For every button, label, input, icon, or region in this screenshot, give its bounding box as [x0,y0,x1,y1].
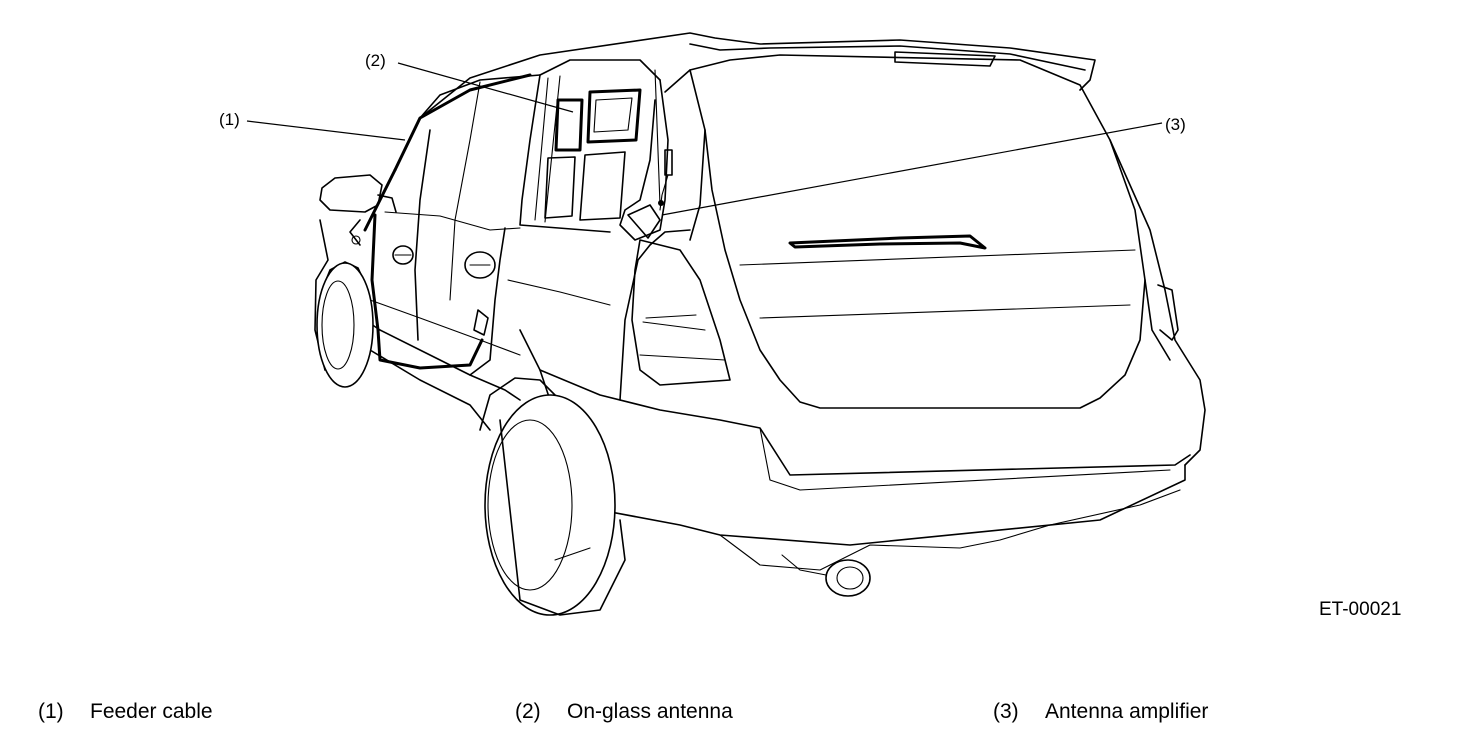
legend-number: (2) [515,700,541,723]
legend-number: (3) [993,700,1019,723]
legend-label: On-glass antenna [567,700,733,723]
leader-line-3 [661,122,1163,216]
rear-wheel [479,377,626,616]
vehicle-body-outline [314,32,1206,597]
legend-label: Feeder cable [90,700,213,723]
front-wheel [316,261,374,388]
legend-item-3: (3) Antenna amplifier [993,700,1208,724]
figure-id: ET-00021 [1319,599,1402,620]
legend-item-1: (1) Feeder cable [38,700,213,724]
legend-item-2: (2) On-glass antenna [515,700,733,724]
callout-label-2: (2) [365,51,386,70]
leader-line-2 [397,62,574,113]
legend-number: (1) [38,700,64,723]
callout-label-3: (3) [1165,115,1186,134]
callout-label-1: (1) [219,110,240,129]
legend-label: Antenna amplifier [1045,700,1209,723]
leader-line-1 [246,120,406,141]
callout-leaders [246,62,1163,216]
